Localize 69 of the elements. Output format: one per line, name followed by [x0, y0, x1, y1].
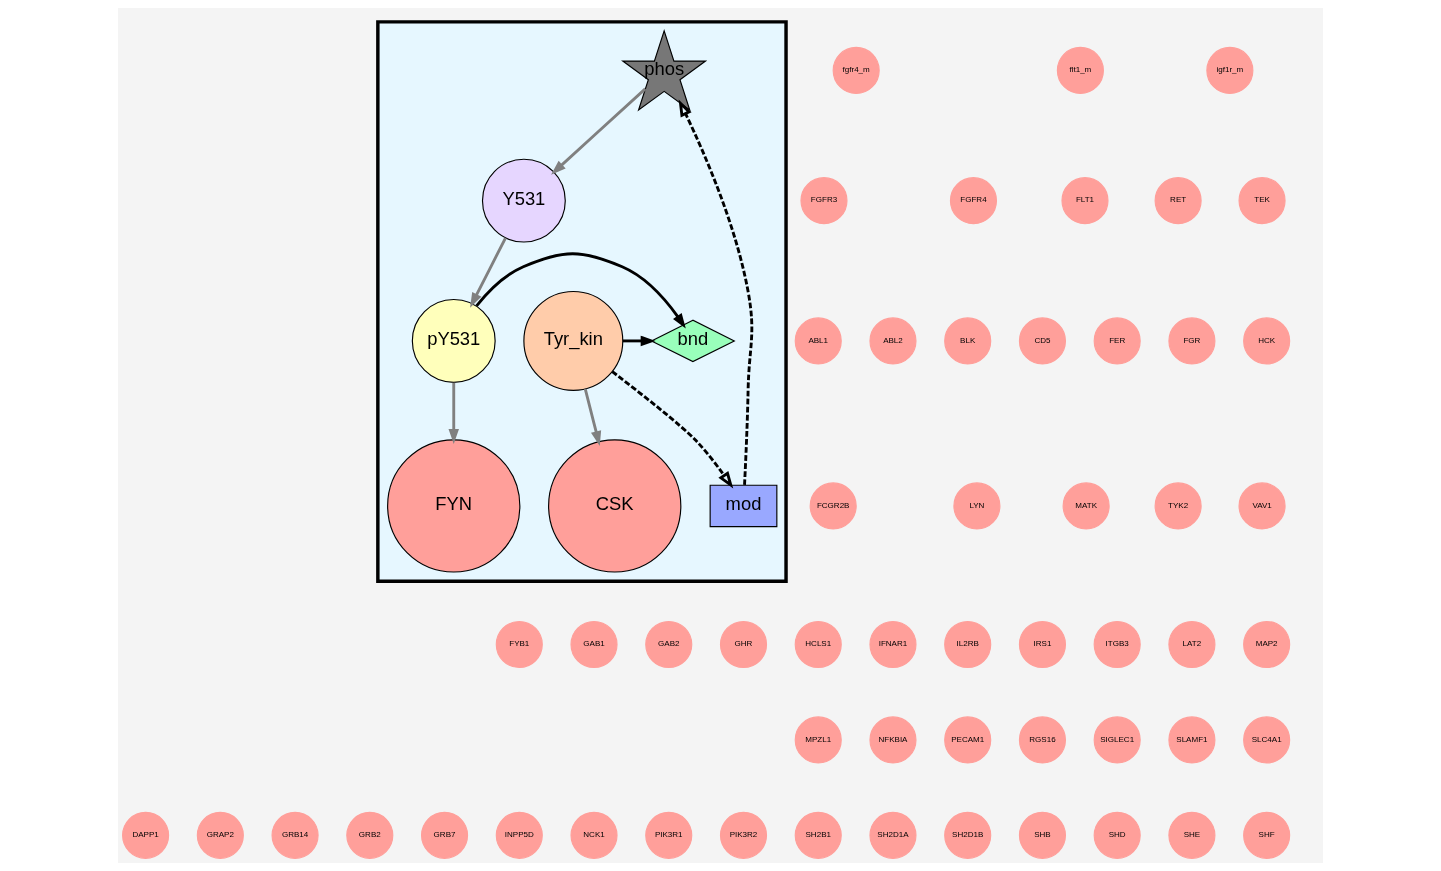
node-circle: BLK	[944, 317, 992, 365]
node-circle: RGS16	[1018, 716, 1066, 764]
node-circle: INPP5D	[495, 811, 543, 859]
arrow	[551, 87, 647, 175]
node-circle: GRB7	[420, 811, 469, 859]
cluster	[376, 20, 788, 583]
node-circle: SHD	[1093, 811, 1141, 859]
node-circle: GRAP2	[196, 811, 244, 859]
node-circle: HCLS1	[794, 620, 842, 669]
node-circle: igf1r_m	[1206, 46, 1254, 94]
node-circle: PECAM1	[944, 716, 992, 764]
node-circle: SLC4A1	[1243, 716, 1291, 764]
node-circle: PIK3R1	[645, 811, 693, 859]
node-circle: DAPP1	[122, 811, 170, 859]
node-circle: TEK	[1238, 177, 1286, 225]
node-circle: ABL1	[794, 317, 842, 365]
node-circle: FYB1	[495, 620, 543, 669]
node-circle: GHR	[719, 620, 768, 669]
node-circle: pY531	[411, 298, 496, 383]
node-circle: NCK1	[570, 811, 618, 859]
node-circle: SH2B1	[794, 811, 842, 859]
node-circle: FLT1	[1061, 177, 1109, 225]
node-circle: GRB2	[346, 811, 394, 859]
node-circle: SIGLEC1	[1093, 716, 1141, 764]
node-circle: GRB14	[271, 811, 319, 859]
node-circle: TYK2	[1154, 482, 1202, 530]
arrow	[583, 388, 602, 446]
node-circle: ITGB3	[1093, 620, 1141, 669]
node-circle: PIK3R2	[719, 811, 768, 859]
node-diamond: bnd	[650, 319, 736, 363]
node-circle: Tyr_kin	[523, 290, 624, 391]
node-circle: IL2RB	[944, 620, 992, 669]
node-circle: FYN	[387, 439, 521, 573]
node-circle: IFNAR1	[869, 620, 917, 669]
node-circle: SHF	[1243, 811, 1291, 859]
arrow	[475, 252, 686, 329]
node-circle: GAB2	[645, 620, 693, 669]
node-circle: ABL2	[869, 317, 917, 365]
node-circle: SHE	[1168, 811, 1216, 859]
node-circle: NFKBIA	[869, 716, 917, 764]
node-circle: MATK	[1062, 482, 1110, 530]
node-circle: RET	[1154, 177, 1202, 225]
node-circle: FER	[1093, 317, 1141, 365]
node-circle: MPZL1	[794, 716, 842, 764]
node-circle: GAB1	[570, 620, 618, 669]
node-circle: HCK	[1243, 317, 1291, 365]
arrow	[448, 382, 459, 444]
node-circle: flt1_m	[1056, 46, 1104, 94]
node-circle: LYN	[953, 482, 1001, 530]
node-circle: VAV1	[1238, 482, 1286, 530]
arrow	[470, 237, 507, 308]
node-circle: FCGR2B	[809, 482, 857, 530]
arrow	[611, 370, 734, 489]
node-circle: SH2D1A	[869, 811, 917, 859]
node-circle: SHB	[1018, 811, 1066, 859]
node-circle: FGFR3	[800, 177, 848, 225]
arrow	[678, 99, 754, 485]
node-circle: SLAMF1	[1168, 716, 1216, 764]
node-circle: FGFR4	[949, 177, 998, 225]
node-circle: fgfr4_m	[832, 46, 880, 94]
node-circle: SH2D1B	[944, 811, 992, 859]
node-circle: FGR	[1168, 317, 1216, 365]
arrow	[622, 335, 656, 347]
node-box: mod	[709, 484, 778, 528]
node-circle: LAT2	[1168, 620, 1216, 669]
node-circle: CD5	[1018, 317, 1066, 365]
node-circle: CSK	[548, 439, 682, 573]
node-circle: MAP2	[1243, 620, 1291, 669]
node-circle: IRS1	[1018, 620, 1066, 669]
